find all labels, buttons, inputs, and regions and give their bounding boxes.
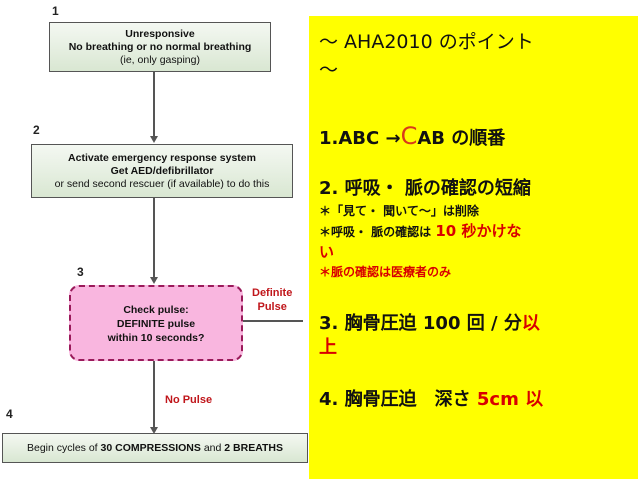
point-3-red-2: 上 [319,337,337,358]
step-2-box: Activate emergency response system Get A… [31,144,293,198]
point-2-sub-3: ＊脈の確認は医療者のみ [319,265,452,279]
step-4-mid: and [200,442,225,454]
step-3-line-1: Check pulse: [123,304,189,316]
step-3-line-2: DEFINITE pulse [116,318,196,330]
point-4-red: 5cm [476,389,519,410]
step-2-line-2: Get AED/defibrillator [110,165,214,177]
aha2010-points-panel: ～ AHA2010 のポイント ～ 1.ABC →CAB の順番 2. 呼吸・ … [309,16,638,479]
step-number-1: 1 [52,4,59,18]
panel-title-line-2: ～ [319,59,339,81]
check-pulse-box: Check pulse: DEFINITE pulse within 10 se… [69,285,243,361]
definite-pulse-line-1: Definite [252,287,293,299]
connector-1-2 [153,72,155,138]
point-4: 4. 胸骨圧迫 深さ 5cm 以 [319,388,632,412]
cpr-flowchart: 1 Unresponsive No breathing or no normal… [0,0,310,479]
definite-pulse-label: Definite Pulse [252,286,292,314]
point-4-suffix: 以 [518,389,544,410]
point-2-sub-2-prefix: ＊呼吸・ 脈の確認は [319,225,436,239]
step-number-4: 4 [6,407,13,421]
definite-pulse-line-2: Pulse [257,301,287,313]
arrow-down-icon [150,427,158,434]
point-1-c: C [400,122,418,150]
no-pulse-label: No Pulse [165,394,213,406]
point-2-sub-2-red: 10 秒かけな [435,222,522,240]
step-number-3: 3 [77,265,84,279]
point-4-prefix: 4. 胸骨圧迫 深さ [319,389,477,410]
point-3: 3. 胸骨圧迫 100 回 / 分以 [319,312,632,336]
point-2-sub-2: ＊呼吸・ 脈の確認は 10 秒かけな [319,221,632,242]
panel-title-line-1: ～ AHA2010 のポイント [319,31,534,53]
point-2-sub-2-cont: い [319,243,335,261]
step-2-line-1: Activate emergency response system [68,152,256,164]
step-4-breaths: 2 BREATHS [224,442,283,454]
step-1-line-1: Unresponsive [125,28,195,40]
point-1: 1.ABC →CAB の順番 [319,124,632,151]
step-1-line-3: (ie, only gasping) [120,54,200,66]
connector-2-3 [153,198,155,278]
point-2-sub-1: ＊「見て・ 聞いて～」は削除 [319,204,479,218]
point-1-prefix: 1.ABC → [319,128,401,149]
connector-definite-pulse [243,320,303,322]
point-3-prefix: 3. 胸骨圧迫 100 回 / 分 [319,313,522,334]
step-4-box: Begin cycles of 30 COMPRESSIONS and 2 BR… [2,433,308,463]
step-1-box: Unresponsive No breathing or no normal b… [49,22,271,72]
step-number-2: 2 [33,123,40,137]
arrow-down-icon [150,136,158,143]
step-1-line-2: No breathing or no normal breathing [68,41,252,53]
step-4-compressions: 30 COMPRESSIONS [100,442,201,454]
point-1-suffix: AB の順番 [417,128,506,149]
step-3-line-3: within 10 seconds? [107,332,205,344]
point-2: 2. 呼吸・ 脈の確認の短縮 [319,178,531,199]
connector-3-4 [153,361,155,429]
step-2-line-3: or send second rescuer (if available) to… [54,178,270,190]
point-3-red-1: 以 [521,313,540,334]
arrow-down-icon [150,277,158,284]
step-4-prefix: Begin cycles of [26,442,101,454]
